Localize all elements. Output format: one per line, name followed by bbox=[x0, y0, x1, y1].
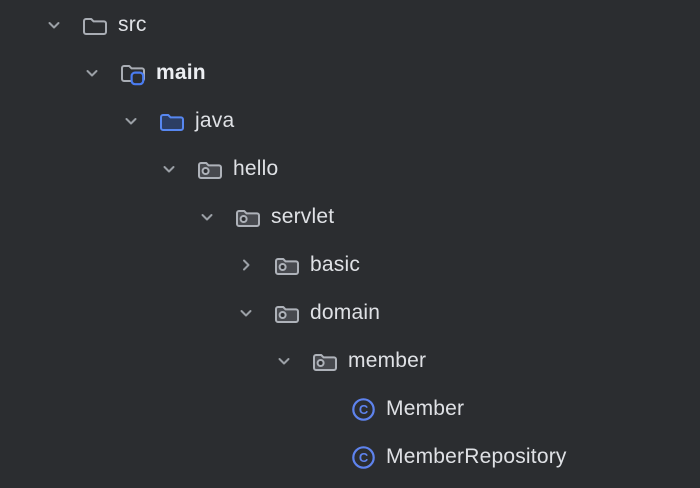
tree-item-label: domain bbox=[310, 301, 381, 324]
tree-item-iconbox: C bbox=[197, 156, 223, 182]
tree-item-iconbox: C bbox=[120, 60, 146, 86]
tree-item-label: hello bbox=[233, 157, 279, 180]
package-icon bbox=[275, 258, 299, 275]
tree-row-hello[interactable]: C hello bbox=[0, 145, 700, 193]
tree-row-memberrepository[interactable]: C MemberRepository bbox=[0, 433, 700, 481]
chevron-down-icon bbox=[201, 214, 213, 221]
tree-row-member[interactable]: C member bbox=[0, 337, 700, 385]
tree-item-iconbox: C bbox=[274, 300, 300, 326]
chevron-down-icon bbox=[48, 22, 60, 29]
tree-item-iconbox: C bbox=[312, 348, 338, 374]
tree-item-label: member bbox=[348, 349, 427, 372]
svg-text:C: C bbox=[358, 402, 368, 417]
tree-item-iconbox: C bbox=[350, 444, 376, 470]
tree-item-label: Member bbox=[386, 397, 465, 420]
package-icon bbox=[198, 162, 222, 179]
tree-row-servlet[interactable]: C servlet bbox=[0, 193, 700, 241]
tree-row-main[interactable]: C main bbox=[0, 49, 700, 97]
class-icon: C bbox=[351, 397, 375, 421]
chevron-icon[interactable] bbox=[275, 352, 293, 370]
tree-item-iconbox: C bbox=[350, 396, 376, 422]
chevron-down-icon bbox=[125, 118, 137, 125]
chevron-icon[interactable] bbox=[83, 64, 101, 82]
tree-item-label: src bbox=[118, 13, 147, 36]
tree-item-label: servlet bbox=[271, 205, 335, 228]
tree-row-java[interactable]: C java bbox=[0, 97, 700, 145]
chevron-icon[interactable] bbox=[237, 304, 255, 322]
module-folder-icon bbox=[121, 64, 145, 85]
folder-icon bbox=[83, 18, 107, 35]
svg-text:C: C bbox=[358, 450, 368, 465]
sources-root-folder-icon bbox=[160, 114, 184, 131]
chevron-icon[interactable] bbox=[45, 16, 63, 34]
tree-item-label: main bbox=[156, 61, 206, 84]
chevron-down-icon bbox=[86, 70, 98, 77]
tree-item-label: MemberRepository bbox=[386, 445, 567, 468]
tree-row-member[interactable]: C Member bbox=[0, 385, 700, 433]
package-icon bbox=[236, 210, 260, 227]
chevron-right-icon bbox=[243, 259, 250, 271]
chevron-icon[interactable] bbox=[237, 256, 255, 274]
package-icon bbox=[313, 354, 337, 371]
tree-item-iconbox: C bbox=[82, 12, 108, 38]
chevron-down-icon bbox=[163, 166, 175, 173]
class-icon: C bbox=[351, 445, 375, 469]
tree-item-iconbox: C bbox=[274, 252, 300, 278]
tree-row-domain[interactable]: C domain bbox=[0, 289, 700, 337]
tree-item-label: java bbox=[195, 109, 235, 132]
chevron-down-icon bbox=[278, 358, 290, 365]
tree-row-src[interactable]: C src bbox=[0, 1, 700, 49]
tree-item-label: basic bbox=[310, 253, 361, 276]
tree-row-basic[interactable]: C basic bbox=[0, 241, 700, 289]
chevron-icon[interactable] bbox=[122, 112, 140, 130]
chevron-down-icon bbox=[240, 310, 252, 317]
tree-item-iconbox: C bbox=[235, 204, 261, 230]
chevron-icon[interactable] bbox=[198, 208, 216, 226]
chevron-icon[interactable] bbox=[160, 160, 178, 178]
tree-item-iconbox: C bbox=[159, 108, 185, 134]
package-icon bbox=[275, 306, 299, 323]
